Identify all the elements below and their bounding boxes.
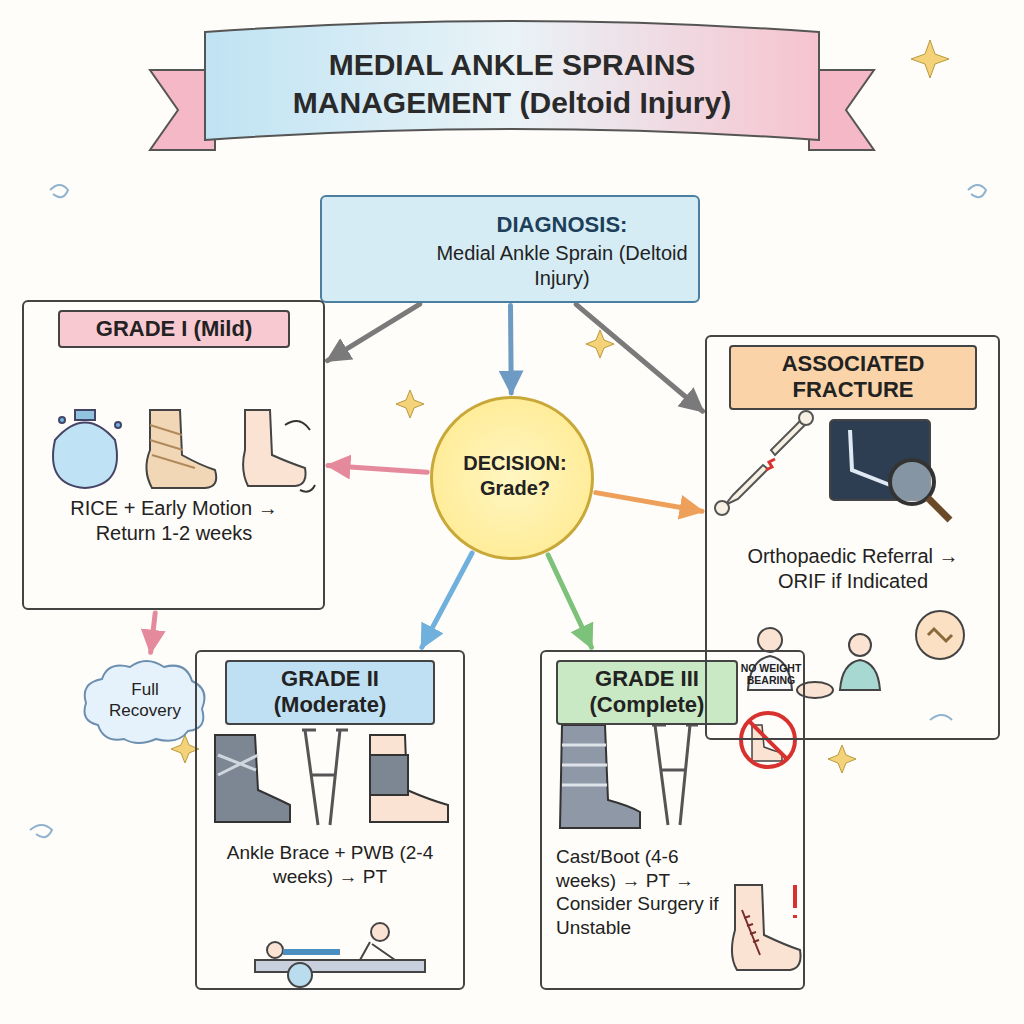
connector-arrow — [576, 304, 703, 411]
box-text: Full Recovery — [96, 679, 194, 722]
surgical-foot — [732, 885, 801, 970]
box-heading: GRADE II (Moderate) — [225, 660, 435, 725]
grade-box: GRADE II (Moderate) Ankle Brace + PWB (2-… — [195, 650, 465, 990]
connector-arrow — [151, 613, 156, 652]
box-text: DECISION: Grade? — [447, 451, 583, 501]
connector-arrow — [508, 305, 514, 393]
box-text: DIAGNOSIS: — [432, 211, 692, 239]
connector-arrow — [328, 465, 427, 472]
box-text: Ankle Brace + PWB (2-4 weeks) → PT — [211, 841, 449, 889]
physical-therapy — [255, 923, 425, 987]
crutches-2 — [652, 725, 698, 825]
connector-arrow — [548, 555, 591, 647]
walking-boot — [560, 725, 640, 828]
grade-box: GRADE III (Complete) Cast/Boot (4-6 weeks… — [540, 650, 805, 990]
diagnosis-box: DIAGNOSIS:Medial Ankle Sprain (Deltoid I… — [320, 195, 700, 303]
connector-arrow — [328, 304, 420, 361]
box-text: Cast/Boot (4-6 weeks) → PT → Consider Su… — [556, 845, 726, 940]
outcome-cloud: Full Recovery — [78, 655, 212, 747]
connector-arrow — [422, 553, 472, 647]
x-ray — [830, 420, 950, 520]
box-heading: GRADE I (Mild) — [58, 310, 290, 348]
warning-label: NO WEIGHT BEARING — [739, 662, 803, 686]
connector-arrow — [596, 493, 702, 512]
moving-foot — [243, 410, 315, 492]
box-heading: GRADE III (Complete) — [556, 660, 738, 725]
box-text: Medial Ankle Sprain (Deltoid Injury) — [432, 241, 692, 291]
crutches — [302, 730, 348, 825]
no-weight-sign — [741, 713, 795, 767]
braced-foot — [370, 735, 448, 822]
title-ribbon — [150, 21, 874, 150]
box-text: RICE + Early Motion → Return 1-2 weeks — [40, 496, 308, 546]
ice-pack — [53, 410, 121, 488]
cloud-outline — [78, 655, 212, 747]
grade-box: GRADE I (Mild) RICE + Early Motion → Retu… — [22, 300, 325, 610]
box-heading: ASSOCIATED FRACTURE — [729, 345, 977, 410]
box-text: Orthopaedic Referral → ORIF if Indicated — [723, 544, 983, 594]
broken-bone — [715, 411, 813, 515]
ankle-brace — [215, 735, 290, 822]
bandaged-foot — [146, 410, 216, 488]
title: MEDIAL ANKLE SPRAINS MANAGEMENT (Deltoid… — [222, 46, 802, 121]
decision-circle: DECISION: Grade? — [430, 396, 594, 560]
